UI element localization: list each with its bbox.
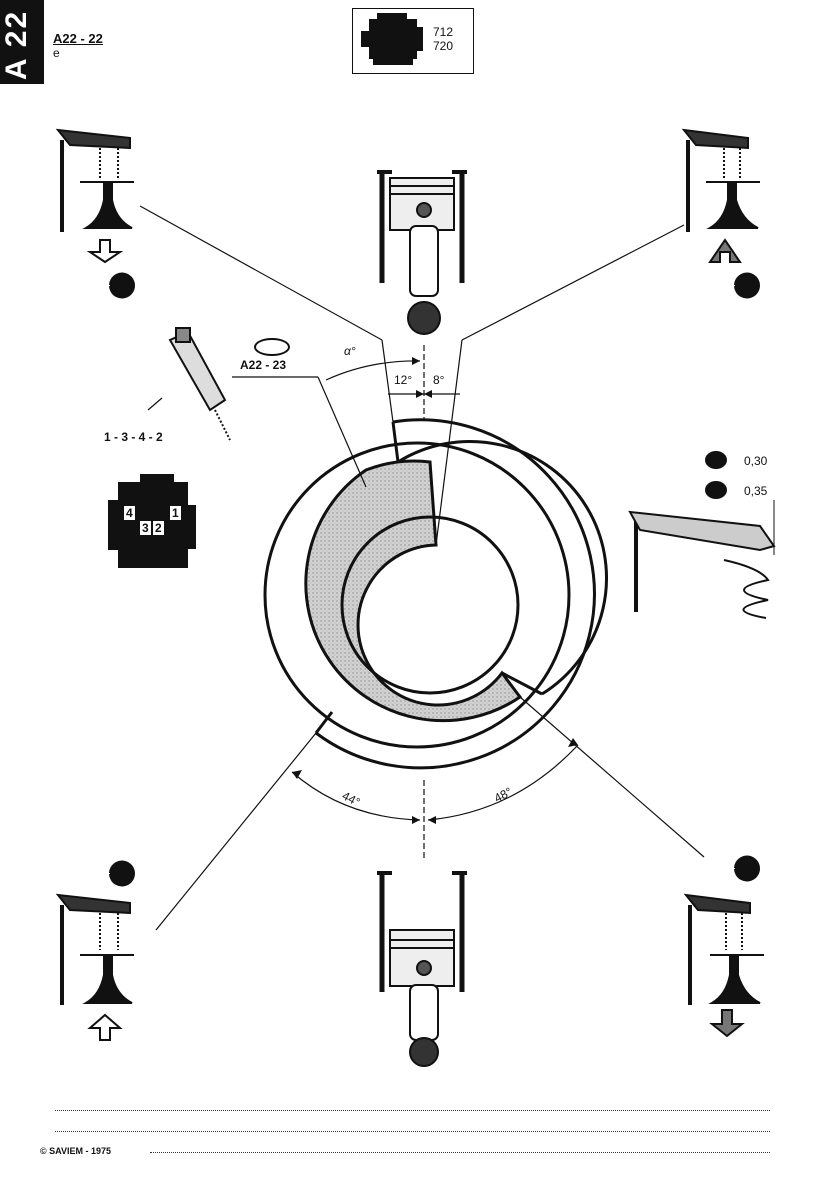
copyright-text: SAVIEM - 1975 [49, 1146, 111, 1156]
intake-clearance: 0,30 [744, 454, 768, 468]
cylinder-2: 2 [153, 521, 164, 535]
rocker-clearance [628, 500, 776, 619]
engine-code-2: 720 [433, 39, 454, 53]
ref-code: A22 - 22 [53, 31, 103, 46]
valve-intake-opening [55, 128, 135, 299]
exhaust-clearance-icon [705, 481, 727, 499]
timing-rings [263, 418, 608, 770]
intake-icon-2 [109, 860, 135, 887]
inner-circle [340, 515, 520, 695]
footer-copyright: © SAVIEM - 1975 [40, 1146, 111, 1156]
exhaust-icon [734, 272, 760, 299]
sheet-tab: A 22 [0, 0, 44, 84]
piston-bdc [377, 871, 467, 1067]
see-ref-label: A22 - 23 [240, 358, 287, 372]
note-line-1 [55, 1110, 770, 1111]
engine-code-1: 712 [433, 25, 454, 39]
cylinder-3: 3 [140, 521, 151, 535]
engine-type-box: 712 720 [352, 8, 474, 74]
outer-circle [263, 441, 571, 749]
injector-illustration [147, 327, 231, 441]
intake-icon [109, 272, 135, 299]
ref-suffix: e [53, 46, 60, 60]
arrow-heads [292, 357, 578, 824]
valve-exhaust-opening [683, 855, 764, 1038]
engine-icon [361, 13, 423, 65]
exhaust-band-outer [315, 418, 596, 770]
angle-12-label: 12° [394, 373, 413, 387]
firing-order: 1 - 3 - 4 - 2 [104, 430, 163, 444]
eye-icon [254, 338, 290, 356]
exhaust-clearance: 0,35 [744, 484, 768, 498]
reference-code: A22 - 22 e [53, 31, 103, 61]
cylinder-1: 1 [170, 506, 181, 520]
leader-lines [139, 205, 705, 931]
note-line-2 [55, 1131, 770, 1132]
cylinder-4: 4 [124, 506, 135, 520]
intake-clearance-icon [705, 451, 727, 469]
injection-advance-label: α° [344, 344, 356, 358]
intake-band [304, 459, 523, 723]
note-line-3 [150, 1152, 770, 1153]
exhaust-band-inner [397, 439, 608, 696]
piston-tdc [377, 170, 467, 335]
angle-8-label: 8° [433, 373, 445, 387]
valve-exhaust-closing [681, 128, 760, 299]
engine-block-icon [108, 474, 196, 568]
valve-intake-closing [55, 860, 135, 1041]
exhaust-icon-2 [734, 855, 760, 882]
